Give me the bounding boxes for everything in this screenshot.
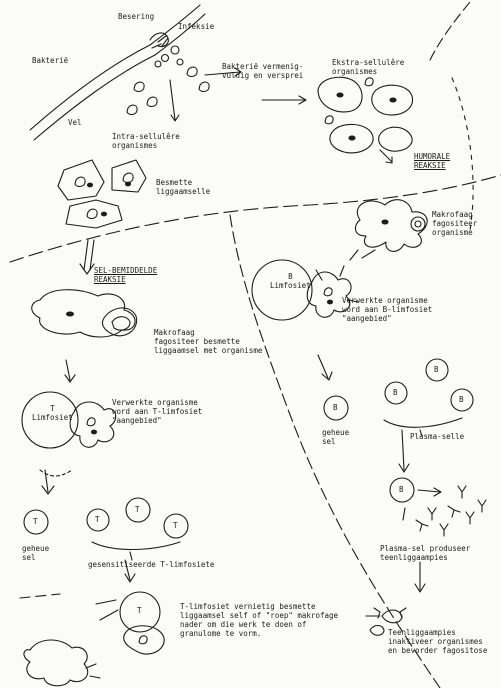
label-cell-t-sens-2: T — [135, 505, 140, 514]
label-teenliggaampies: Teenliggaampies inaktiveer organismes en… — [388, 628, 487, 655]
label-verwerkte-t: Verwerkte organisme word aan T-limfosiet… — [112, 398, 202, 425]
label-t-vernietig: T-limfosiet vernietig besmette liggaamse… — [180, 602, 338, 638]
label-ekstra-sellulere: Ekstra-sellulêre organismes — [332, 58, 404, 76]
infected-body-cells — [58, 160, 146, 228]
label-besering: Besering — [118, 12, 154, 21]
label-bakterie-vermenig: Bakterië vermenig- vuldig en versprei — [222, 62, 303, 80]
label-cell-t-sens-1: T — [95, 515, 100, 524]
label-besmette-liggaamselle: Besmette liggaamselle — [156, 178, 210, 196]
label-cell-t-destroying: T — [137, 606, 142, 615]
label-cell-t-sens-3: T — [173, 521, 178, 530]
label-intra-sellulere: Intra-sellulêre organismes — [112, 132, 180, 150]
label-infeksie: Infeksie — [178, 22, 214, 31]
arrow-to-cell-mediated — [80, 240, 94, 274]
label-makrofaag-besmette: Makrofaag fagositeer besmette liggaamsel… — [154, 328, 262, 355]
label-sel-bemiddelde-reaksie: SEL-BEMIDDELDE REAKSIE — [94, 266, 157, 284]
label-makrofaag-organisme: Makrofaag fagositeer organisme — [432, 210, 477, 237]
label-bakterie: Bakterië — [32, 56, 68, 65]
label-cell-b-plasma-3: B — [459, 395, 464, 404]
extracellular-cells — [318, 77, 413, 163]
label-verwerkte-b: Verwerkte organisme word aan B-limfosiet… — [342, 296, 432, 323]
t-lymphocyte-destroying — [20, 592, 164, 654]
label-geheue-sel-b: geheue sel — [322, 428, 349, 446]
label-vel: Vel — [68, 118, 82, 127]
bacteria-cluster — [127, 67, 209, 114]
label-cell-b-producing: B — [399, 485, 404, 494]
label-plasma-produseer: Plasma-sel produseer teenliggaampies — [380, 544, 470, 562]
label-b-limfosiet: B Limfosiet — [270, 272, 311, 290]
right-curve — [452, 78, 473, 230]
label-t-limfosiet: T Limfosiet — [32, 404, 73, 422]
label-cell-b-plasma-1: B — [393, 388, 398, 397]
label-cell-t-memory: T — [33, 517, 38, 526]
label-cell-b-plasma-2: B — [434, 365, 439, 374]
label-plasma-selle: Plasma-selle — [410, 432, 464, 441]
plasma-antibody-production — [390, 478, 486, 536]
t-memory-and-sensitised — [24, 498, 188, 582]
label-humorale-reaksie: HUMORALE REAKSIE — [414, 152, 450, 170]
macrophage-bottom — [24, 640, 100, 686]
macrophage-cell-mediated — [32, 290, 137, 337]
label-gesensitiseerde: gesensitiseerde T-limfosiete — [88, 560, 214, 569]
label-cell-b-memory: B — [333, 403, 338, 412]
macrophage-humoral — [350, 200, 427, 260]
label-geheue-sel-t: geheue sel — [22, 544, 49, 562]
wound-infection-site — [150, 33, 183, 67]
